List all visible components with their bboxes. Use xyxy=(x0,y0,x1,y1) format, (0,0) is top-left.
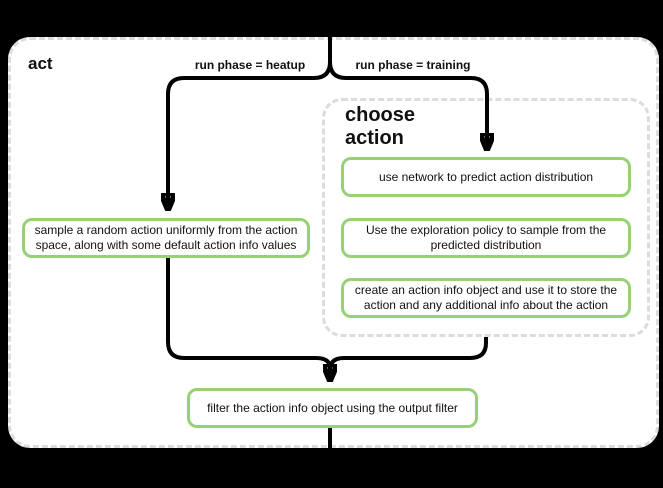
choose-action-group-title: choose action xyxy=(345,104,416,149)
node-create-action-info: create an action info object and use it … xyxy=(341,278,631,318)
act-container-title: act xyxy=(28,54,53,73)
node-filter-action-info: filter the action info object using the … xyxy=(187,388,478,428)
node-exploration-policy: Use the exploration policy to sample fro… xyxy=(341,218,631,258)
branch-label-heatup: run phase = heatup xyxy=(194,58,306,72)
node-use-network: use network to predict action distributi… xyxy=(341,157,631,197)
node-sample-random-action: sample a random action uniformly from th… xyxy=(22,218,310,258)
branch-label-training: run phase = training xyxy=(355,58,471,72)
